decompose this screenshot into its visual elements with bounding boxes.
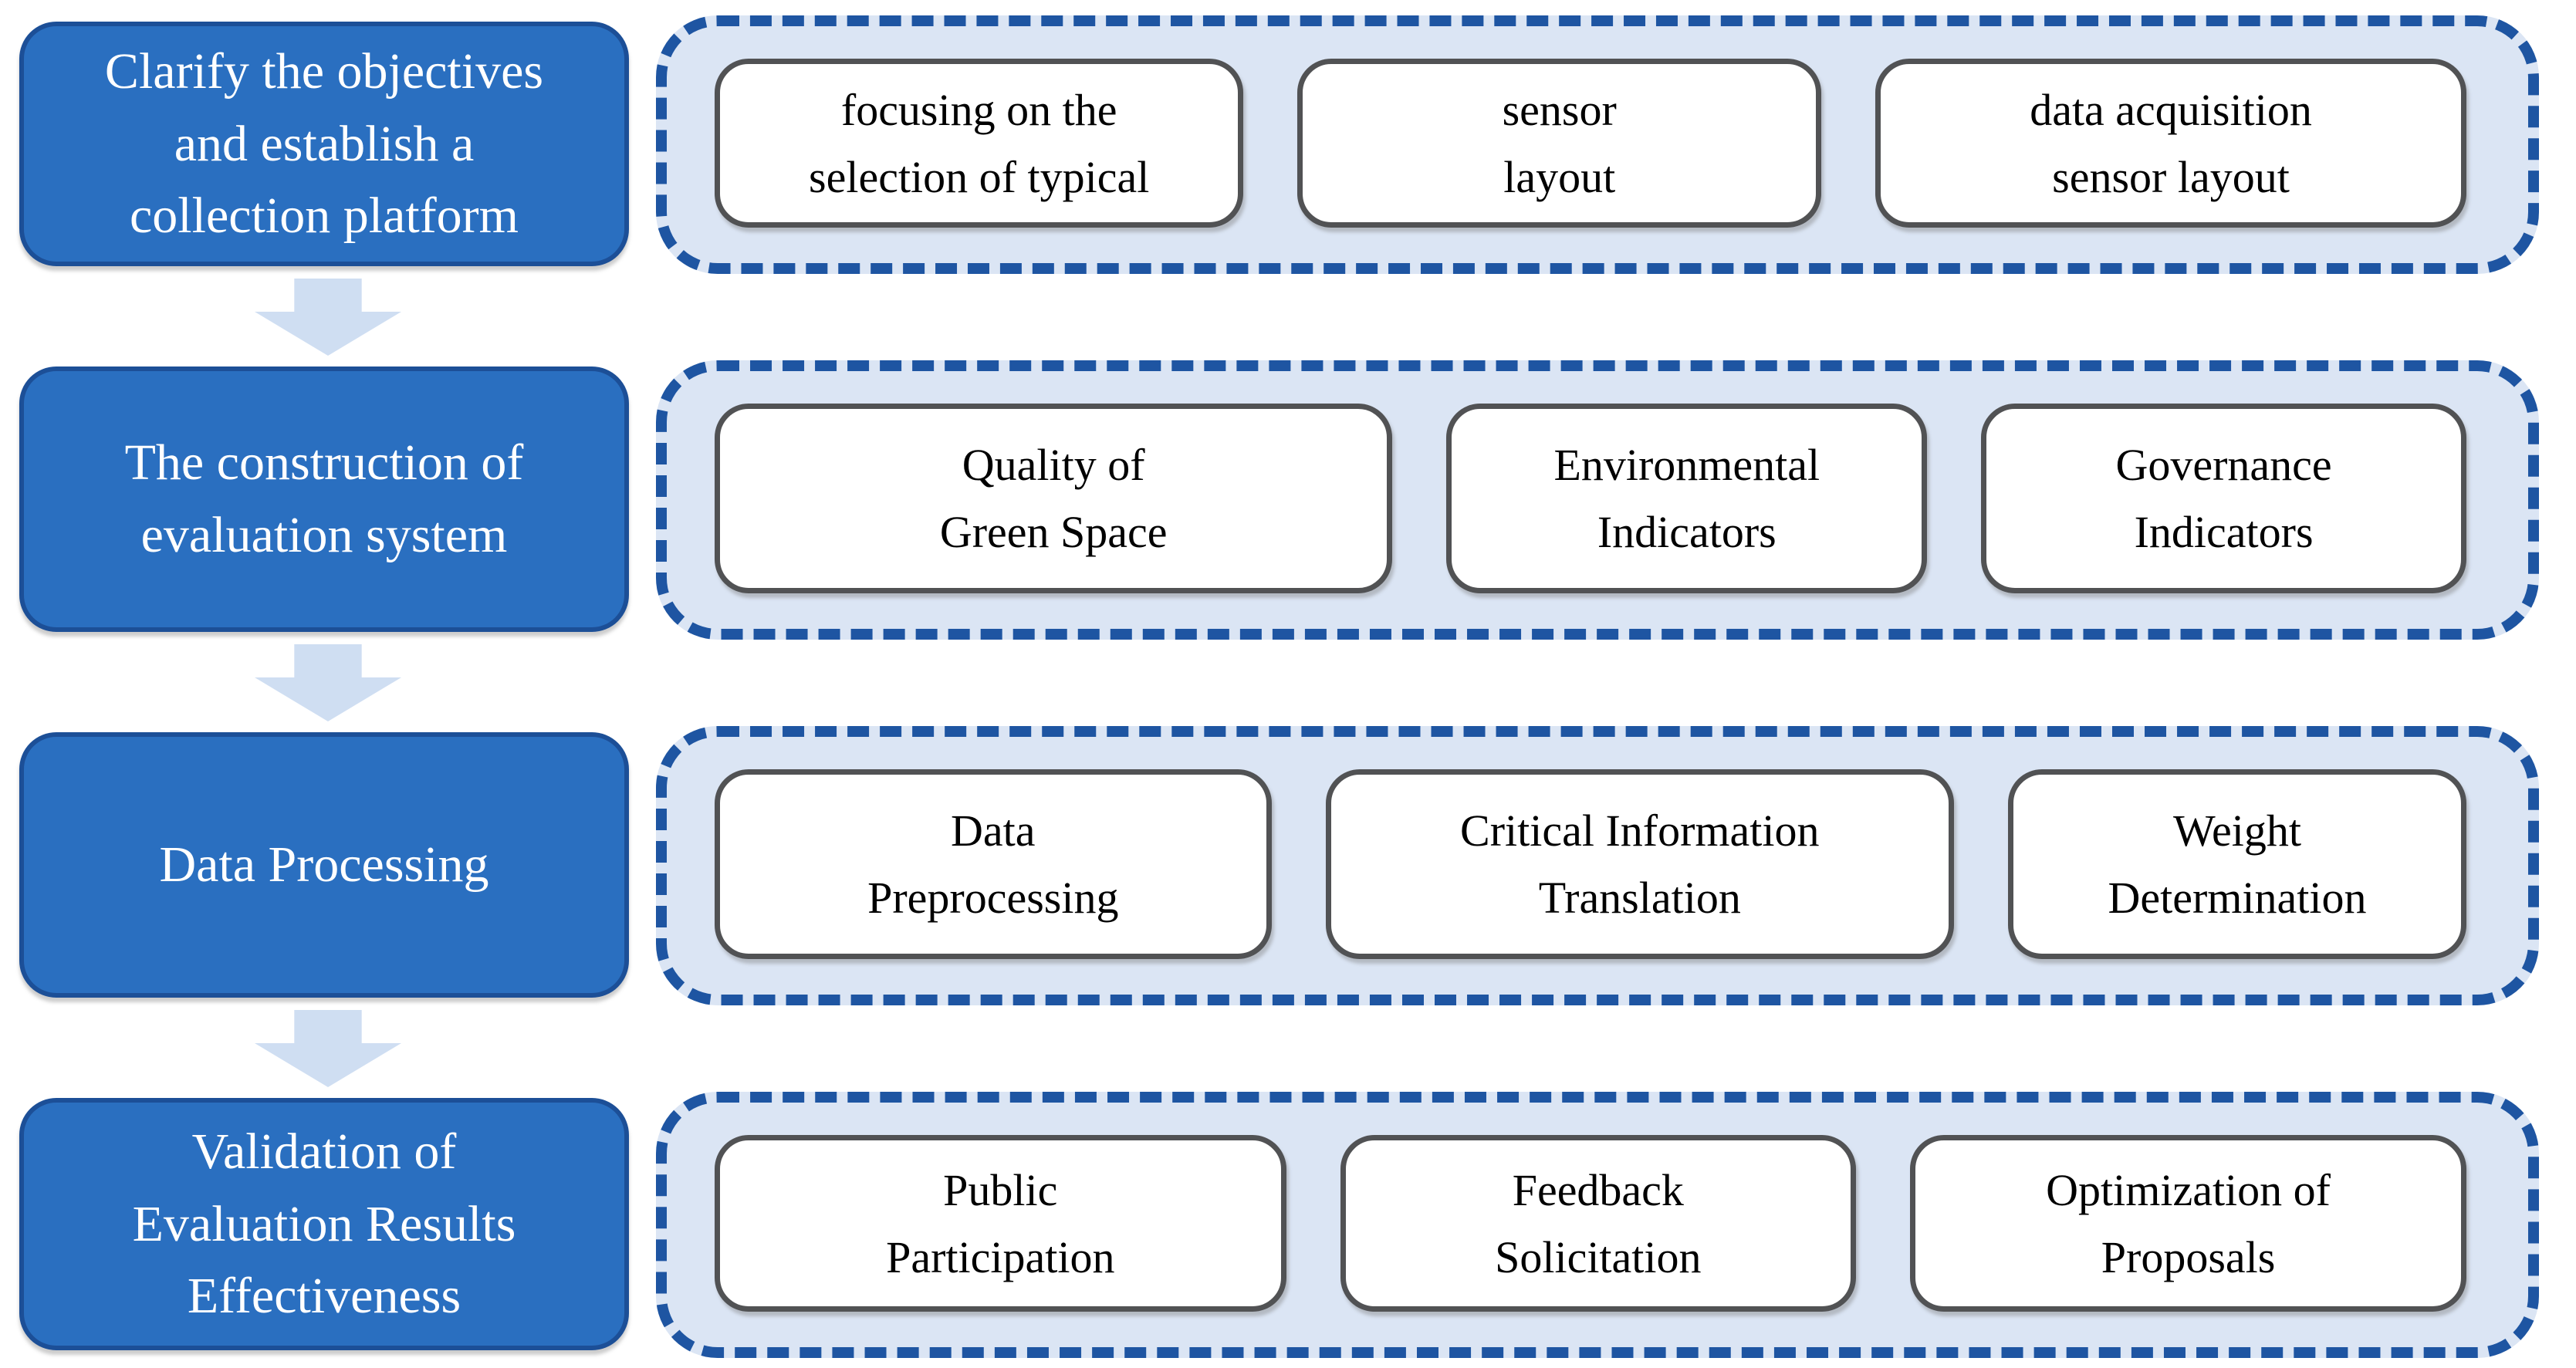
stage-column-1: Clarify the objectives and establish a c… — [0, 15, 656, 274]
stage-box-3: Data Processing — [19, 732, 629, 998]
stage-panel-4: Public Participation Feedback Solicitati… — [656, 1092, 2539, 1358]
stage-row-4: Validation of Evaluation Results Effecti… — [0, 1092, 2576, 1358]
arrow-row-1 — [0, 274, 2576, 360]
stage-row-2: The construction of evaluation system Qu… — [0, 360, 2576, 640]
panel-item: Public Participation — [715, 1135, 1286, 1312]
panel-item: sensor layout — [1297, 59, 1822, 228]
panel-item: Optimization of Proposals — [1910, 1135, 2466, 1312]
stage-panel-2: Quality of Green Space Environmental Ind… — [656, 360, 2539, 640]
stage-panel-1: focusing on the selection of typical sen… — [656, 15, 2539, 274]
panel-item: Data Preprocessing — [715, 769, 1272, 959]
stage-box-1: Clarify the objectives and establish a c… — [19, 22, 629, 266]
arrow-wrap — [0, 274, 656, 360]
stage-column-3: Data Processing — [0, 726, 656, 1005]
panel-item: Environmental Indicators — [1446, 404, 1928, 593]
panel-item: focusing on the selection of typical — [715, 59, 1244, 228]
stage-column-4: Validation of Evaluation Results Effecti… — [0, 1092, 656, 1358]
stage-box-4: Validation of Evaluation Results Effecti… — [19, 1098, 629, 1350]
arrow-row-2 — [0, 640, 2576, 726]
down-arrow-icon — [255, 644, 401, 721]
stage-box-2: The construction of evaluation system — [19, 366, 629, 632]
stage-column-2: The construction of evaluation system — [0, 360, 656, 640]
arrow-row-3 — [0, 1005, 2576, 1092]
down-arrow-icon — [255, 1010, 401, 1087]
arrow-wrap — [0, 640, 656, 726]
panel-item: data acquisition sensor layout — [1875, 59, 2466, 228]
stage-row-1: Clarify the objectives and establish a c… — [0, 15, 2576, 274]
panel-item: Quality of Green Space — [715, 404, 1393, 593]
panel-item: Weight Determination — [2008, 769, 2466, 959]
arrow-wrap — [0, 1005, 656, 1092]
panel-item: Feedback Solicitation — [1340, 1135, 1857, 1312]
panel-item: Critical Information Translation — [1325, 769, 1954, 959]
stage-panel-3: Data Preprocessing Critical Information … — [656, 726, 2539, 1005]
stage-row-3: Data Processing Data Preprocessing Criti… — [0, 726, 2576, 1005]
down-arrow-icon — [255, 279, 401, 356]
panel-item: Governance Indicators — [1981, 404, 2466, 593]
